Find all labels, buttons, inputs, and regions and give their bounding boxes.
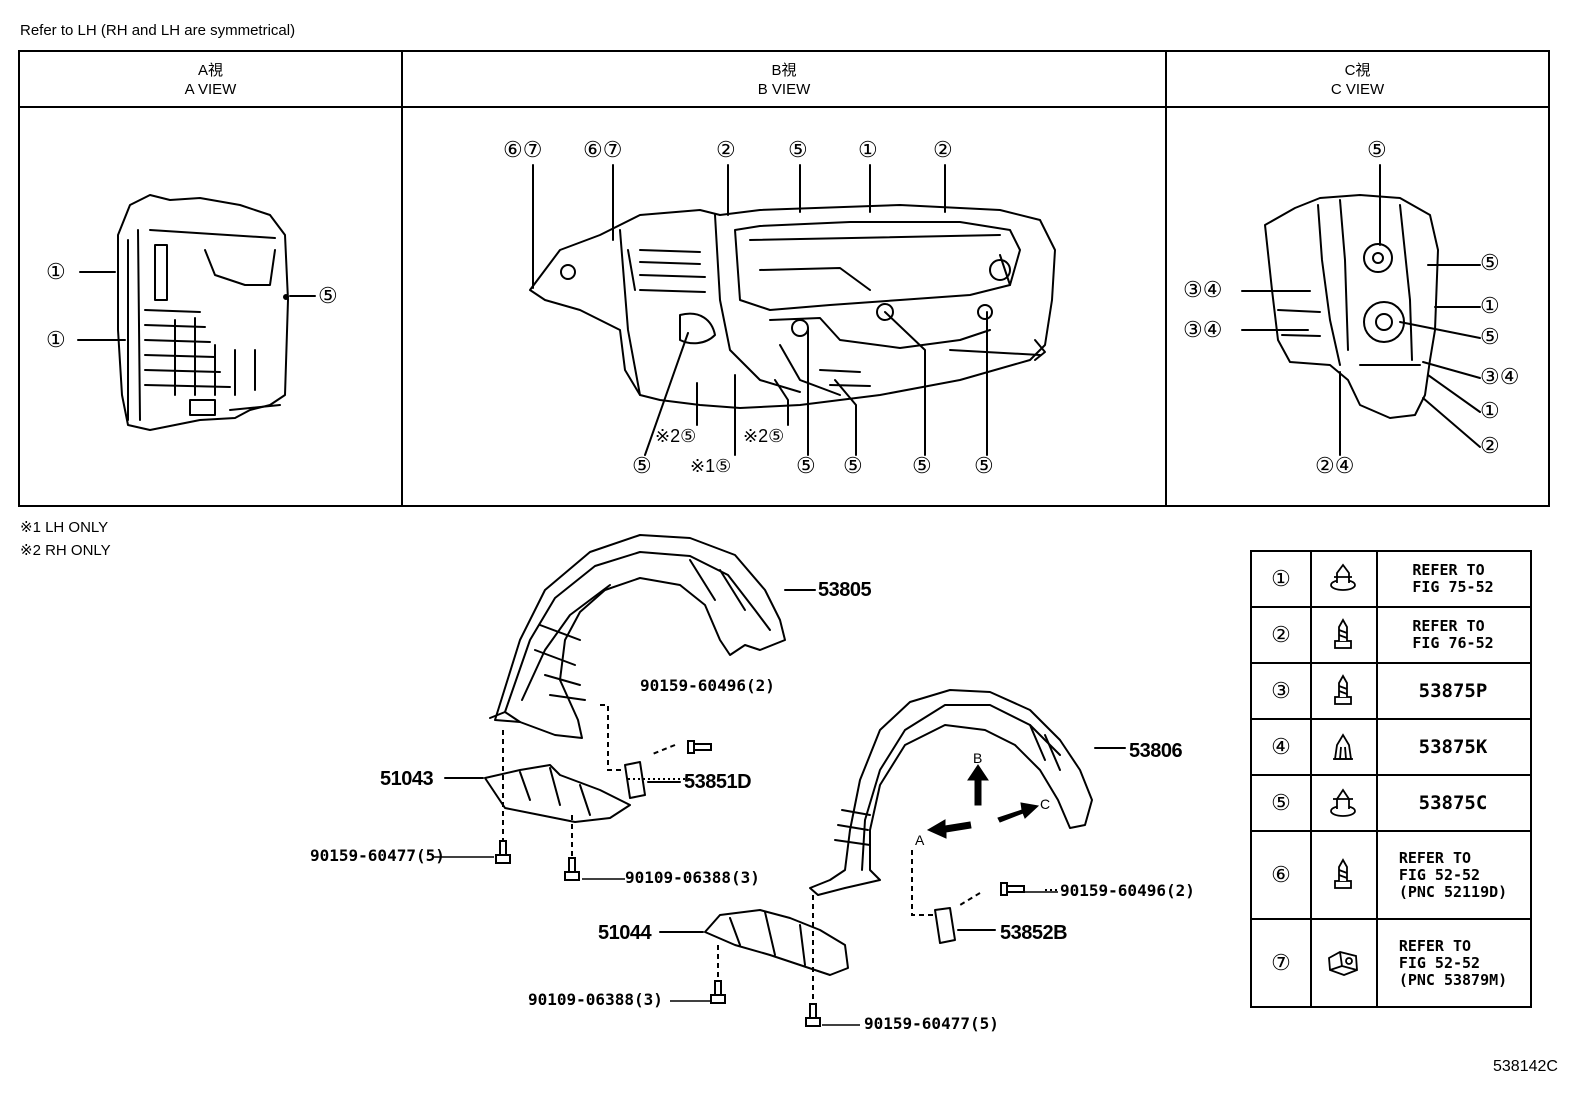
view-b-callout-2-a: ② <box>716 137 736 162</box>
part-51043: 51043 <box>380 768 434 790</box>
bolt-90109-06388-upper: 90109-06388(3) <box>625 868 760 887</box>
view-c-callout-5-r1: ⑤ <box>1480 250 1500 275</box>
view-b-drawing <box>529 164 1056 456</box>
legend-text-3: 53875P <box>1418 679 1488 702</box>
note-lh-only: ※1 LH ONLY <box>20 519 109 536</box>
fastener-legend-table: ① REFER TO FIG 75-52 ② REFER TO FIG 76-5… <box>1250 550 1532 1008</box>
view-c-callout-34-r: ③④ <box>1480 364 1520 389</box>
view-c-panel: C視 C VIEW <box>1165 50 1550 507</box>
view-c-callout-1-r2: ① <box>1480 398 1500 423</box>
view-b-callout-lh-5: ※1⑤ <box>690 456 732 476</box>
note-rh-only: ※2 RH ONLY <box>20 542 111 559</box>
part-53852B: 53852B <box>1000 922 1068 944</box>
liner-53806-drawing <box>809 689 1126 896</box>
view-a-title: A VIEW <box>184 81 237 98</box>
shield-51044-drawing <box>659 909 849 976</box>
arrow-a-label: A <box>915 832 925 848</box>
view-c-callout-34-a: ③④ <box>1183 277 1223 302</box>
legend-text-6: REFER TO FIG 52-52 (PNC 52119D) <box>1398 848 1508 901</box>
view-a-callout-5: ⑤ <box>318 283 338 308</box>
view-b-callout-5-b1: ⑤ <box>632 453 652 478</box>
view-b-callout-2-b: ② <box>933 137 953 162</box>
view-c-header: C視 C VIEW <box>1167 52 1548 108</box>
legend-text-5: 53875C <box>1418 791 1488 814</box>
legend-row-1: ① REFER TO FIG 75-52 <box>1252 552 1530 608</box>
view-b-callout-67-a: ⑥⑦ <box>503 137 543 162</box>
screw-icon <box>1310 608 1378 662</box>
view-b-callout-5-top: ⑤ <box>788 137 808 162</box>
assembly-dashes <box>502 704 1060 1005</box>
bolt-90159-60496-lower: 90159-60496(2) <box>1060 881 1195 900</box>
legend-num-6: ⑥ <box>1252 832 1312 918</box>
direction-arrows <box>926 764 1040 839</box>
view-b-callout-rh-5-b: ※2⑤ <box>743 426 785 446</box>
view-c-callout-2-r: ② <box>1480 433 1500 458</box>
view-a-callout-1-bottom: ① <box>46 327 66 352</box>
view-a-jp-title: A視 <box>197 62 223 79</box>
clip-icon <box>1310 552 1378 606</box>
bolt-90109-06388-lower: 90109-06388(3) <box>528 990 663 1009</box>
screw-icon <box>1310 664 1378 718</box>
shield-51043-drawing <box>444 764 631 823</box>
view-b-callout-5-b2: ⑤ <box>796 453 816 478</box>
view-c-drawing <box>1241 164 1481 456</box>
bolt-90159-60477-left: 90159-60477(5) <box>310 846 445 865</box>
view-c-callout-5-top: ⑤ <box>1367 137 1387 162</box>
figure-code: 538142C <box>1493 1058 1558 1075</box>
legend-text-1: REFER TO FIG 75-52 <box>1412 561 1494 596</box>
legend-num-2: ② <box>1252 608 1312 662</box>
legend-row-6: ⑥ REFER TO FIG 52-52 (PNC 52119D) <box>1252 832 1530 920</box>
view-c-jp-title: C視 <box>1344 62 1371 79</box>
legend-row-4: ④ 53875K <box>1252 720 1530 776</box>
retainer-icon <box>1310 920 1378 1006</box>
part-53851D: 53851D <box>684 771 752 793</box>
part-53806: 53806 <box>1129 740 1183 762</box>
legend-num-5: ⑤ <box>1252 776 1312 830</box>
nut-icon <box>1310 720 1378 774</box>
clip-icon <box>1310 776 1378 830</box>
legend-text-4: 53875K <box>1418 735 1488 758</box>
view-b-callout-rh-5-a: ※2⑤ <box>655 426 697 446</box>
legend-row-5: ⑤ 53875C <box>1252 776 1530 832</box>
legend-row-3: ③ 53875P <box>1252 664 1530 720</box>
part-53805: 53805 <box>818 579 872 601</box>
header-note: Refer to LH (RH and LH are symmetrical) <box>20 22 296 39</box>
legend-num-7: ⑦ <box>1252 920 1312 1006</box>
bracket-53851D-drawing <box>624 761 681 799</box>
view-b-header: B視 B VIEW <box>403 52 1165 108</box>
legend-text-2: REFER TO FIG 76-52 <box>1412 617 1494 652</box>
view-c-callout-5-r2: ⑤ <box>1480 324 1500 349</box>
bolt-90159-60477-right: 90159-60477(5) <box>864 1014 999 1033</box>
view-b-jp-title: B視 <box>771 62 797 79</box>
view-b-callout-1-top: ① <box>858 137 878 162</box>
bolt-90159-60496-upper: 90159-60496(2) <box>640 676 775 695</box>
legend-num-1: ① <box>1252 552 1312 606</box>
view-b-callout-67-b: ⑥⑦ <box>583 137 623 162</box>
bracket-53852B-drawing <box>934 907 996 944</box>
legend-row-2: ② REFER TO FIG 76-52 <box>1252 608 1530 664</box>
legend-row-7: ⑦ REFER TO FIG 52-52 (PNC 53879M) <box>1252 920 1530 1006</box>
part-51044: 51044 <box>598 922 652 944</box>
liner-53805-drawing <box>489 534 816 739</box>
view-c-callout-34-b: ③④ <box>1183 317 1223 342</box>
view-c-callout-24: ②④ <box>1315 453 1355 478</box>
arrow-c-label: C <box>1040 796 1051 812</box>
view-b-callout-5-b5: ⑤ <box>974 453 994 478</box>
legend-text-7: REFER TO FIG 52-52 (PNC 53879M) <box>1398 936 1508 989</box>
legend-num-3: ③ <box>1252 664 1312 718</box>
screw-icon <box>1310 832 1378 918</box>
arrow-b-label: B <box>973 750 983 766</box>
view-c-callout-1-r1: ① <box>1480 293 1500 318</box>
legend-num-4: ④ <box>1252 720 1312 774</box>
view-a-callout-1-top: ① <box>46 259 66 284</box>
view-c-title: C VIEW <box>1330 81 1385 98</box>
view-b-callout-5-b4: ⑤ <box>912 453 932 478</box>
view-a-drawing <box>77 194 316 431</box>
view-b-callout-5-b3: ⑤ <box>843 453 863 478</box>
view-b-title: B VIEW <box>757 81 811 98</box>
view-a-header: A視 A VIEW <box>20 52 401 108</box>
